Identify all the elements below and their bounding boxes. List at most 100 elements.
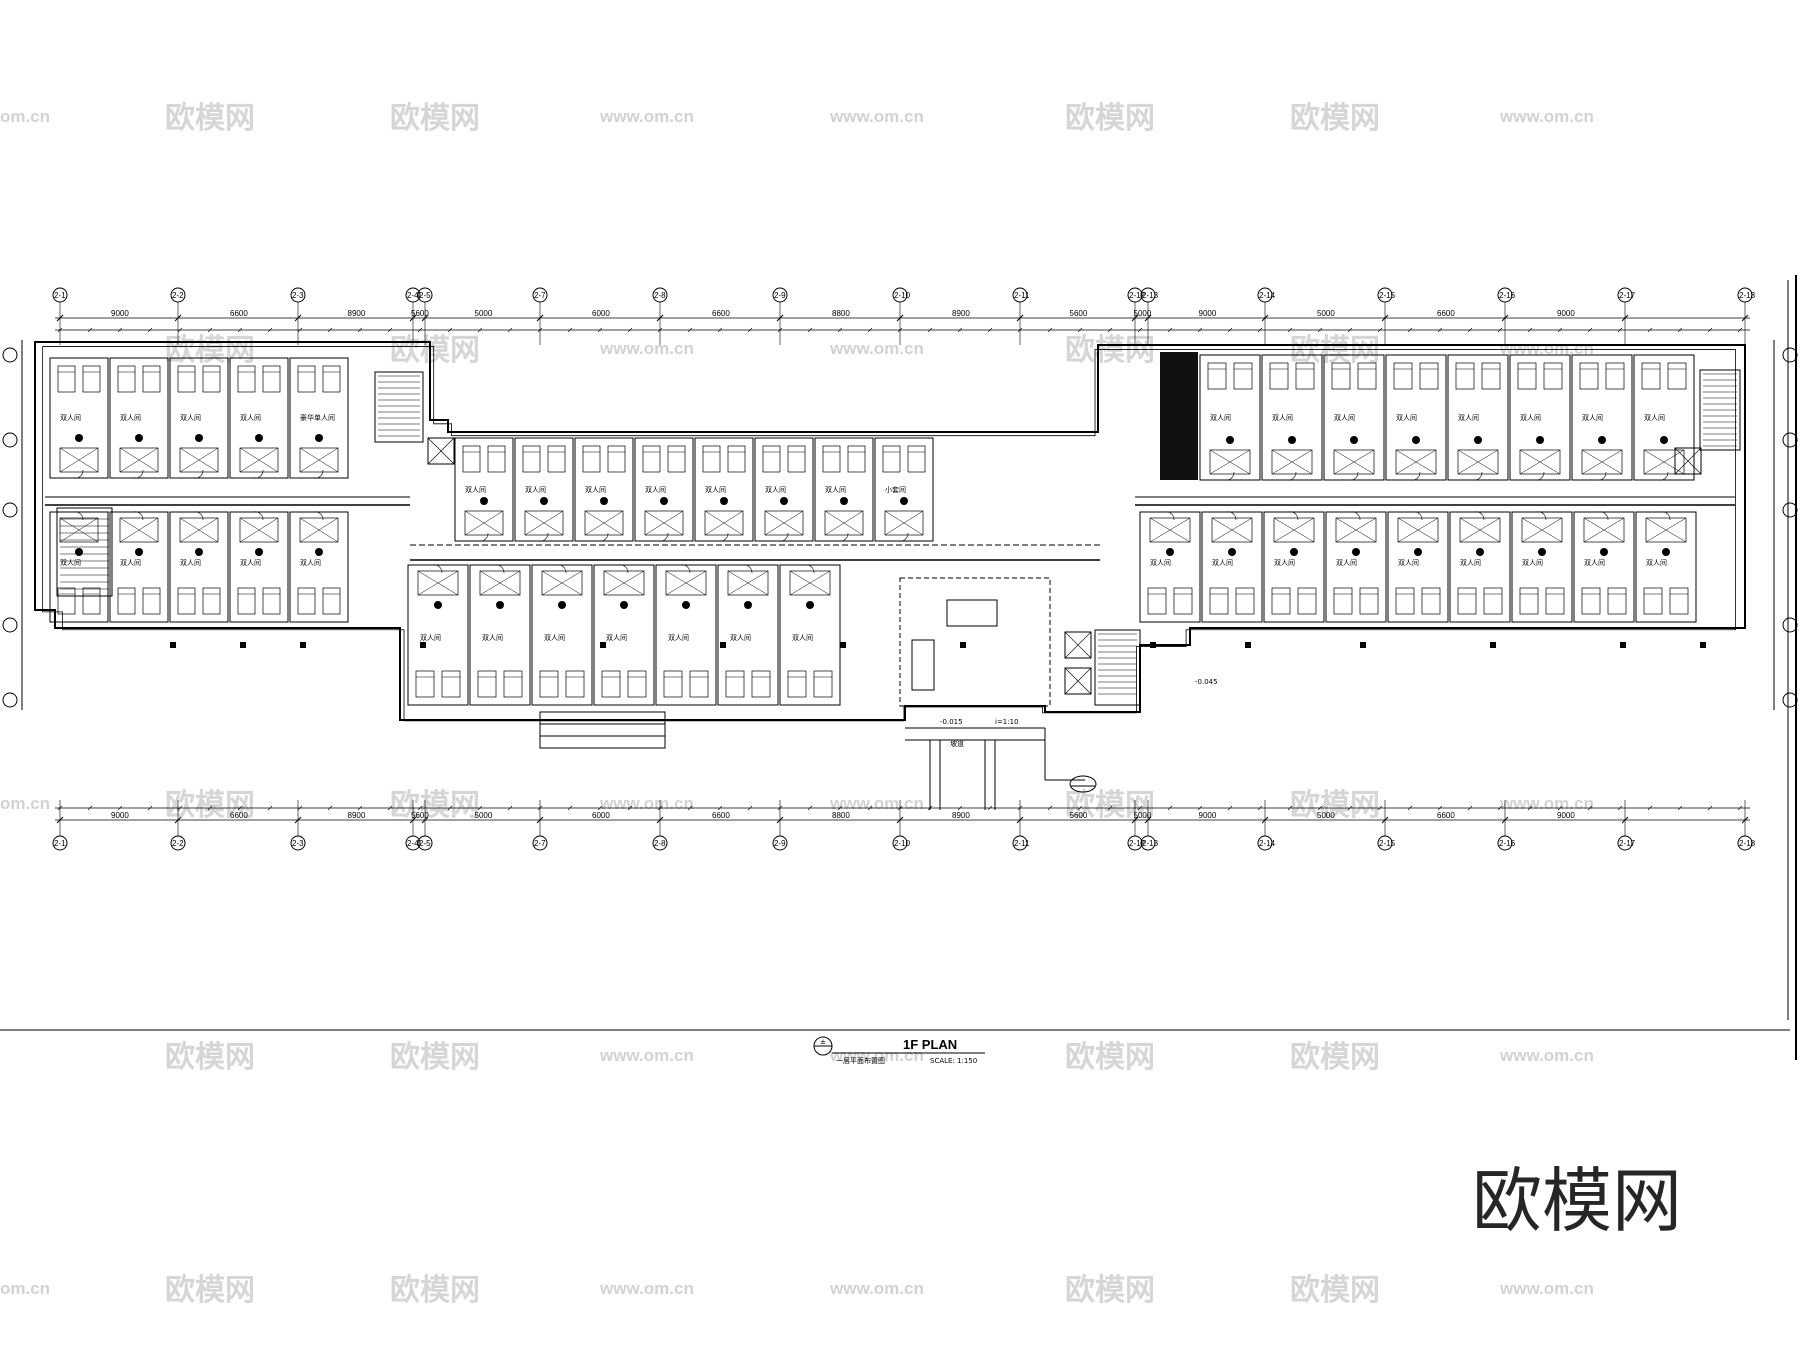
fixture	[600, 497, 608, 505]
dimension-tick	[1557, 805, 1563, 811]
fixture	[1414, 548, 1422, 556]
axis-label: 2-9	[774, 839, 786, 848]
room-wall	[1509, 354, 1571, 481]
dimension-tick	[627, 805, 633, 811]
bathroom	[1209, 449, 1251, 475]
bathroom	[59, 517, 99, 543]
axis-bubble-vertical	[2, 692, 18, 708]
axis-label: 2-3	[292, 839, 304, 848]
axis-bubble-vertical	[1782, 617, 1798, 633]
bed	[1669, 587, 1689, 615]
bathroom	[1457, 449, 1499, 475]
dimension-tick	[477, 805, 483, 811]
room-label: 双人间	[765, 486, 786, 494]
dimension-tick	[1677, 327, 1683, 333]
bathroom	[824, 510, 864, 536]
bed	[882, 445, 901, 473]
bed	[1605, 362, 1625, 390]
watermark-url: www.om.cn	[1499, 1279, 1594, 1298]
watermark-url: www.om.cn	[1499, 107, 1594, 126]
fixture	[255, 434, 263, 442]
guest-room	[49, 511, 109, 623]
bathroom-x	[1335, 517, 1377, 543]
dimension-tick	[1227, 327, 1233, 333]
door-swing	[1533, 471, 1545, 481]
bathroom-x	[239, 517, 279, 543]
elevator-x	[1064, 631, 1092, 659]
axis-bubble-vertical	[2, 432, 18, 448]
door-swing	[431, 564, 443, 574]
fixture	[315, 434, 323, 442]
fixture	[900, 497, 908, 505]
exterior-wall	[34, 341, 1746, 721]
watermark-brand: 欧模网	[165, 788, 255, 823]
door-swing	[132, 511, 144, 521]
guest-room	[1139, 511, 1201, 623]
door-swing	[555, 564, 567, 574]
dimension-value: 9000	[111, 811, 129, 820]
bed	[1207, 362, 1227, 390]
dimension-tick	[1437, 805, 1443, 811]
bed	[1269, 362, 1289, 390]
fixture	[806, 601, 814, 609]
dimension-tick	[1347, 327, 1353, 333]
room-label: 双人间	[1584, 559, 1605, 567]
column	[1490, 642, 1496, 648]
dimension-value: 5000	[1134, 811, 1152, 820]
bathroom-x	[1271, 449, 1313, 475]
dimension-tick	[147, 805, 153, 811]
door-swing	[192, 511, 204, 521]
dimension-tick	[1077, 327, 1083, 333]
guest-rooms	[49, 354, 1697, 706]
bed	[1235, 587, 1255, 615]
dimension-tick	[327, 327, 333, 333]
dimension-tick	[1707, 805, 1713, 811]
reception-desk	[911, 639, 935, 691]
bathroom-x	[764, 510, 804, 536]
bathroom-x	[541, 570, 583, 596]
sheet-frame	[0, 275, 1797, 1060]
room-wall	[655, 564, 717, 706]
room-labels: 双人间双人间双人间双人间豪华单人间双人间双人间双人间双人间双人间双人间双人间双人…	[60, 413, 1667, 642]
bed	[1581, 587, 1601, 615]
bathroom	[1583, 517, 1625, 543]
bed	[262, 365, 281, 393]
dimension-tick	[1287, 327, 1293, 333]
room-wall	[514, 437, 574, 542]
fixture	[720, 497, 728, 505]
room-wall	[531, 564, 593, 706]
door-swing	[1285, 471, 1297, 481]
bathroom-x	[239, 447, 279, 473]
axis-label: 2-7	[534, 839, 546, 848]
room-label: 双人间	[606, 634, 627, 642]
bathroom	[119, 517, 159, 543]
axis-label: 2-10	[894, 839, 911, 848]
bed	[667, 445, 686, 473]
room-wall	[1261, 354, 1323, 481]
axis-label: 2-12	[1129, 291, 1146, 300]
dimension-value: 8900	[952, 811, 970, 820]
guest-room	[469, 564, 531, 706]
elevator-x	[1064, 667, 1092, 695]
door-swing	[1409, 471, 1421, 481]
dimension-tick	[1377, 327, 1383, 333]
dimension-tick	[237, 805, 243, 811]
bed	[847, 445, 866, 473]
bathroom	[524, 510, 564, 536]
fixture	[1476, 548, 1484, 556]
door-swing	[1349, 511, 1361, 521]
room-label: 双人间	[180, 414, 201, 422]
dimension-tick	[1557, 327, 1563, 333]
bathroom-x	[665, 570, 707, 596]
bathroom-x	[119, 447, 159, 473]
bathroom-x	[1459, 517, 1501, 543]
door-swing	[72, 469, 84, 479]
dimension-tick	[87, 805, 93, 811]
door-swing	[657, 532, 669, 542]
watermark-url: om.cn	[0, 794, 50, 813]
dimension-tick	[477, 327, 483, 333]
room-wall	[1387, 511, 1449, 623]
dimension-tick	[987, 327, 993, 333]
